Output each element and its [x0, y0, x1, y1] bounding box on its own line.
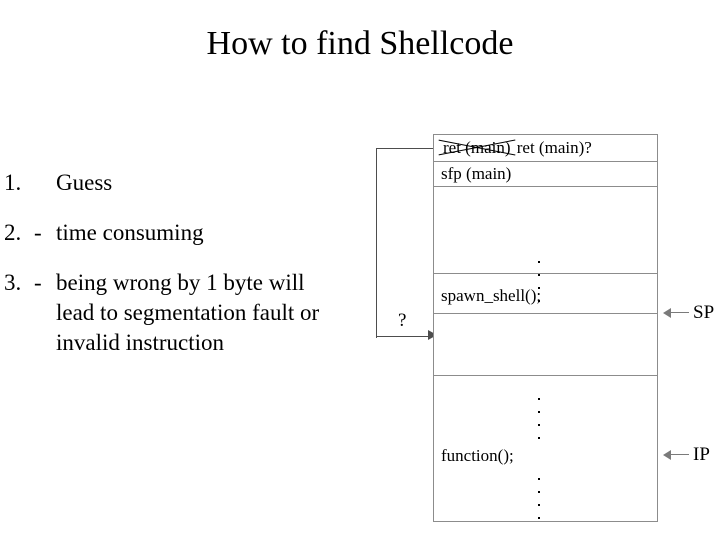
instruction-pointer-annotation: IP	[663, 444, 710, 466]
stack-cell-function: function();	[434, 376, 657, 522]
instruction-pointer-label: IP	[693, 444, 710, 465]
stack-cell-buffer-upper	[434, 187, 657, 302]
connector-question-label: ?	[398, 310, 407, 331]
stack-cell-ret-label: ret (main) ret (main)?	[438, 138, 592, 158]
list-item: 3. - being wrong by 1 byte will lead to …	[4, 268, 364, 358]
stack-overwrite-connector	[376, 148, 437, 340]
list-item-number: 3.	[4, 270, 22, 295]
struck-ret-main-text: ret (main)	[443, 138, 511, 157]
stack-cell-ret-new-text: ret (main)?	[516, 138, 592, 157]
list-item-number: 2.	[4, 220, 22, 245]
stack-pointer-label: SP	[693, 302, 715, 323]
list-item-dash: -	[34, 220, 42, 245]
left-arrow-icon	[663, 449, 689, 461]
connector-left-line	[376, 148, 378, 338]
left-arrow-icon	[663, 307, 689, 319]
stack-cell-spawn-shell: spawn_shell();	[434, 274, 657, 314]
connector-top-line	[376, 148, 434, 150]
stack-cell-spawn-label: spawn_shell();	[441, 286, 542, 305]
vertical-ellipsis-icon	[538, 261, 540, 313]
list-item-text: Guess	[56, 170, 113, 195]
list-item-text: time consuming	[56, 220, 204, 245]
stack-cell-saved-frame-pointer: sfp (main)	[434, 162, 657, 187]
vertical-ellipsis-icon	[538, 478, 540, 530]
connector-bottom-line	[376, 336, 432, 338]
stack-pointer-annotation: SP	[663, 302, 714, 324]
list-item: 1. Guess	[4, 168, 364, 198]
numbered-list: 1. Guess 2. - time consuming 3. - being …	[4, 168, 364, 378]
list-item-number: 1.	[4, 170, 22, 195]
struck-ret-main: ret (main)	[438, 138, 515, 158]
stack-diagram: ret (main) ret (main)? sfp (main) spawn_…	[433, 134, 658, 522]
stack-cell-buffer-lower	[434, 314, 657, 376]
list-item-dash: -	[34, 270, 42, 295]
stack-cell-return-address: ret (main) ret (main)?	[434, 135, 657, 162]
list-item-text: being wrong by 1 byte will lead to segme…	[56, 270, 320, 355]
page-title: How to find Shellcode	[206, 25, 514, 62]
list-item: 2. - time consuming	[4, 218, 364, 248]
stack-cell-sfp-label: sfp (main)	[441, 164, 512, 183]
vertical-ellipsis-icon	[538, 398, 540, 450]
stack-cell-function-label: function();	[441, 446, 514, 465]
connector-arrowhead-icon	[428, 330, 437, 340]
